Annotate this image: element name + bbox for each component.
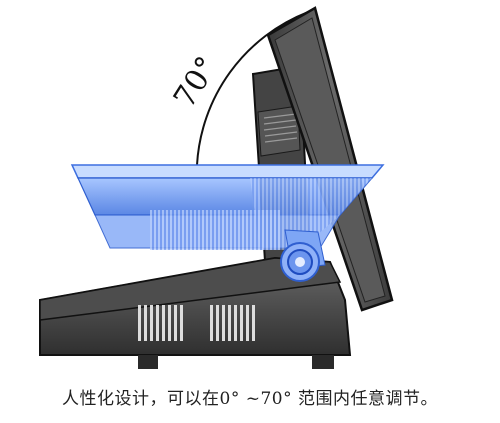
flat-display-position xyxy=(70,164,385,269)
angle-label: 70° xyxy=(167,51,225,115)
caption: 人性化设计，可以在0° ~70° 范围内任意调节。 xyxy=(62,389,438,409)
base-body xyxy=(39,256,352,369)
hinge xyxy=(280,242,320,282)
angle-arc xyxy=(196,11,309,166)
